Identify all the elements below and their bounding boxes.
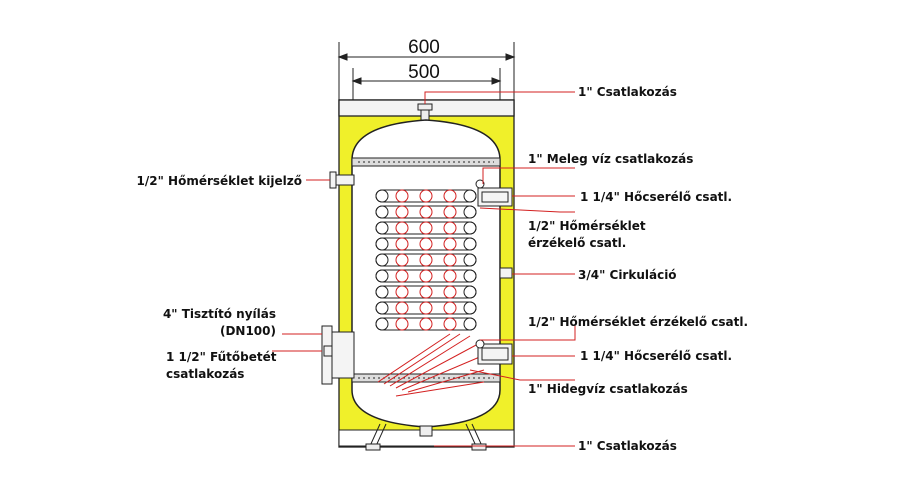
bottom-fittings [365, 423, 487, 451]
upper-sensor-label-line1: 1/2" Hőmérséklet [528, 219, 646, 233]
coil-pipe-section [419, 269, 433, 283]
coil-pipe-section [375, 317, 389, 331]
coil-pipe-section [419, 301, 433, 315]
coil-pipe-section [395, 205, 409, 219]
coil-pipe-section [395, 189, 409, 203]
coil-pipe-section [375, 237, 389, 251]
coil-pipe-section [443, 205, 457, 219]
coil-pipe-section [463, 269, 477, 283]
coil-pipe-section [395, 269, 409, 283]
coil-pipe-section [375, 205, 389, 219]
coil-pipe-section [395, 237, 409, 251]
upper-sensor-label-line2: érzékelő csatl. [528, 236, 626, 250]
heater-label-line2: csatlakozás [166, 367, 244, 381]
coil-pipe-section [375, 285, 389, 299]
coil-pipe-section [419, 285, 433, 299]
coil-pipe-section [419, 189, 433, 203]
coil-pipe-section [419, 221, 433, 235]
coil-pipe-section [463, 285, 477, 299]
coil-pipe-section [463, 189, 477, 203]
coil-pipe-section [463, 205, 477, 219]
coil-pipe-section [395, 317, 409, 331]
coil-pipe-section [463, 317, 477, 331]
coil-pipe-section [395, 301, 409, 315]
left-fittings [321, 171, 355, 385]
thermometer-label: 1/2" Hőmérséklet kijelző [137, 174, 302, 188]
coil-pipe-section [443, 237, 457, 251]
dimension-lines [337, 42, 516, 118]
coil-pipe-section [375, 221, 389, 235]
cleaning-opening-label-line2: (DN100) [220, 324, 276, 338]
coil-pipe-section [419, 253, 433, 267]
coil-pipe-section [443, 285, 457, 299]
coil-pipe-section [443, 269, 457, 283]
upper-heat-exchanger-label: 1 1/4" Hőcserélő csatl. [580, 190, 732, 204]
heater-label-line1: 1 1/2" Fűtőbetét [166, 350, 277, 364]
coil-pipe-section [375, 253, 389, 267]
heat-exchanger-coil [375, 189, 477, 331]
coil-pipe-section [443, 317, 457, 331]
cleaning-opening-label-line1: 4" Tisztító nyílás [163, 307, 276, 321]
circulation-label: 3/4" Cirkuláció [578, 268, 677, 282]
coil-pipes [377, 333, 485, 397]
coil-pipe-section [375, 301, 389, 315]
cold-water-label: 1" Hidegvíz csatlakozás [528, 382, 688, 396]
coil-pipe-section [443, 301, 457, 315]
coil-pipe-section [395, 221, 409, 235]
coil-pipe-section [443, 221, 457, 235]
top-connection-label: 1" Csatlakozás [578, 85, 677, 99]
coil-pipe-section [395, 253, 409, 267]
coil-pipe-section [463, 301, 477, 315]
coil-pipe-section [419, 205, 433, 219]
lower-heat-exchanger-label: 1 1/4" Hőcserélő csatl. [580, 349, 732, 363]
right-sockets [475, 179, 513, 365]
coil-pipe-section [463, 221, 477, 235]
bottom-connection-label: 1" Csatlakozás [578, 439, 677, 453]
coil-pipe-section [419, 237, 433, 251]
inner-width-dimension: 500 [408, 62, 440, 83]
coil-pipe-section [463, 253, 477, 267]
outer-width-dimension: 600 [408, 37, 440, 58]
coil-pipe-section [463, 237, 477, 251]
hot-water-label: 1" Meleg víz csatlakozás [528, 152, 693, 166]
lower-sensor-label: 1/2" Hőmérséklet érzékelő csatl. [528, 315, 748, 329]
coil-pipe-section [443, 253, 457, 267]
coil-pipe-section [395, 285, 409, 299]
coil-pipe-section [375, 269, 389, 283]
coil-pipe-section [443, 189, 457, 203]
leader-lines [272, 91, 576, 447]
coil-pipe-section [375, 189, 389, 203]
coil-pipe-section [419, 317, 433, 331]
